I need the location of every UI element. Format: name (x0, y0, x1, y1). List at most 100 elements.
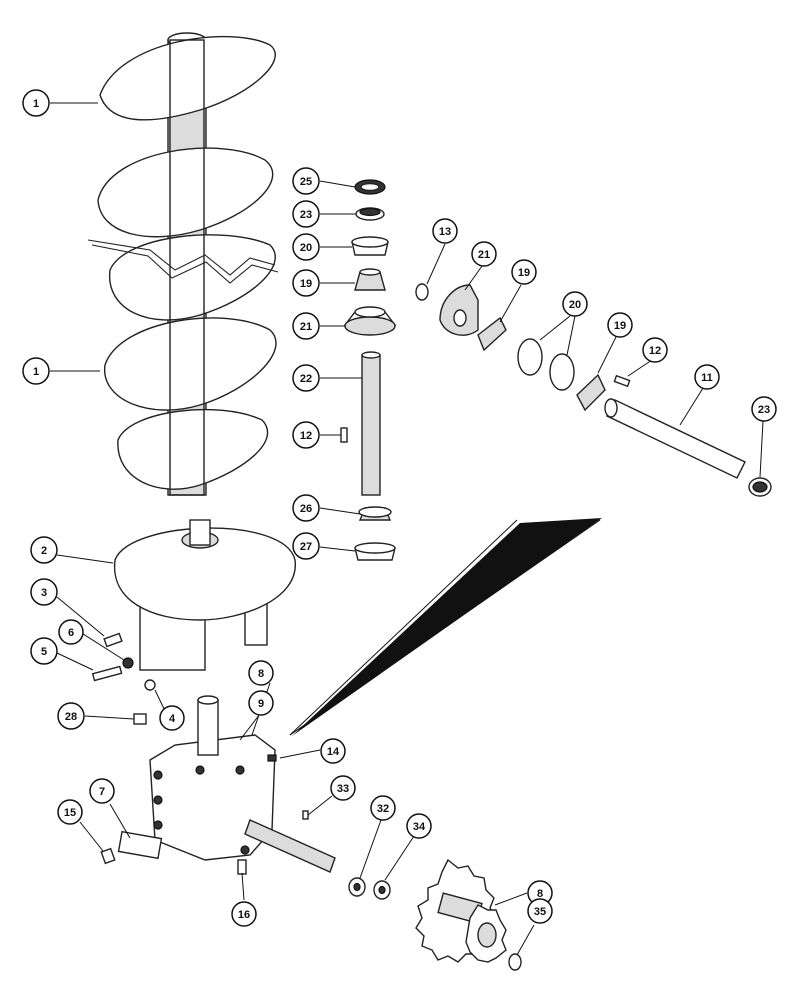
callout-1-lower[interactable]: 1 (22, 357, 50, 385)
svg-text:15: 15 (64, 807, 76, 819)
callout-26[interactable]: 26 (292, 494, 320, 522)
callout-27[interactable]: 27 (292, 532, 320, 560)
callout-20-vertical[interactable]: 20 (292, 233, 320, 261)
callout-28[interactable]: 28 (57, 702, 85, 730)
auger-flight-4 (104, 317, 277, 411)
callout-21-horizontal[interactable]: 21 (471, 241, 497, 267)
bearing-cup-part-20c (549, 353, 575, 391)
callout-35[interactable]: 35 (527, 898, 553, 924)
bearing-cone-part-19b (477, 316, 507, 352)
callout-10[interactable]: 9 (248, 690, 274, 716)
svg-text:33: 33 (337, 783, 349, 795)
cover-dome (113, 527, 296, 621)
washer-part-6 (122, 657, 134, 669)
callout-12-horizontal[interactable]: 12 (642, 337, 668, 363)
svg-text:14: 14 (327, 746, 340, 758)
bearing-cone-part-19c (576, 373, 606, 412)
callout-25[interactable]: 25 (292, 167, 320, 195)
gasket-part-7 (117, 830, 163, 860)
bolt-part-3 (103, 632, 123, 648)
callout-22[interactable]: 22 (292, 364, 320, 392)
callout-19-vertical[interactable]: 19 (292, 269, 320, 297)
svg-text:20: 20 (569, 299, 581, 311)
callout-4[interactable]: 4 (159, 705, 185, 731)
callout-19-horizontal-a[interactable]: 19 (511, 259, 537, 285)
bolt-part-5 (91, 665, 123, 682)
plug-part-15 (100, 847, 116, 865)
svg-text:13: 13 (439, 226, 451, 238)
svg-text:23: 23 (300, 209, 312, 221)
auger-flight-2 (97, 147, 274, 238)
plug-part-28 (133, 713, 147, 725)
callout-9[interactable]: 8 (248, 660, 274, 686)
svg-text:12: 12 (300, 430, 312, 442)
callout-13[interactable]: 13 (432, 218, 458, 244)
callout-7[interactable]: 7 (89, 778, 115, 804)
callout-14[interactable]: 14 (320, 738, 346, 764)
snap-ring-part-13 (415, 283, 429, 301)
callout-21-vertical[interactable]: 21 (292, 312, 320, 340)
vertical-shaft-stack (340, 179, 397, 561)
gearbox-cover (113, 519, 296, 671)
key-part-33 (302, 810, 309, 820)
sprocket-part-8 (415, 858, 507, 963)
svg-text:25: 25 (300, 176, 312, 188)
gearbox-input-shaft (197, 699, 219, 756)
callout-6[interactable]: 6 (58, 619, 84, 645)
callout-20-horizontal[interactable]: 20 (562, 291, 588, 317)
svg-text:2: 2 (41, 545, 47, 557)
callout-23-horizontal[interactable]: 23 (751, 396, 777, 422)
svg-text:9: 9 (258, 698, 264, 710)
callouts: 1 1 2 3 4 5 6 7 (22, 89, 777, 927)
callout-12-vertical[interactable]: 12 (292, 421, 320, 449)
key-part-12b (613, 374, 631, 388)
callout-3[interactable]: 3 (30, 578, 58, 606)
callout-33[interactable]: 33 (330, 775, 356, 801)
callout-15[interactable]: 15 (57, 799, 83, 825)
svg-text:23: 23 (758, 404, 770, 416)
cover-hub-collar (189, 519, 211, 546)
svg-text:12: 12 (649, 345, 661, 357)
svg-text:1: 1 (33, 366, 39, 378)
projection-wedge (292, 518, 602, 736)
svg-text:32: 32 (377, 803, 389, 815)
svg-text:28: 28 (65, 711, 77, 723)
svg-text:27: 27 (300, 541, 312, 553)
callout-34[interactable]: 34 (406, 813, 432, 839)
svg-text:34: 34 (413, 821, 426, 833)
nut-part-4 (144, 679, 156, 691)
svg-text:35: 35 (534, 906, 546, 918)
svg-text:26: 26 (300, 503, 312, 515)
gearbox-housing (149, 695, 336, 873)
bearing-cup-part-20b (517, 338, 543, 376)
svg-text:3: 3 (41, 587, 47, 599)
svg-text:1: 1 (33, 98, 39, 110)
gearbox-output-shaft (244, 819, 336, 873)
svg-text:5: 5 (41, 646, 47, 658)
callout-32[interactable]: 32 (370, 795, 396, 821)
svg-text:6: 6 (68, 627, 74, 639)
auger-break-line-2 (91, 244, 279, 284)
callout-19-horizontal-b[interactable]: 19 (607, 312, 633, 338)
svg-text:8: 8 (537, 888, 543, 900)
callout-23-vertical[interactable]: 23 (292, 200, 320, 228)
callout-leaders (50, 102, 764, 956)
auger-flight-1 (99, 35, 276, 121)
svg-text:19: 19 (300, 278, 312, 290)
hardware-items (91, 632, 522, 971)
callout-16[interactable]: 16 (231, 901, 257, 927)
auger-break-line (87, 239, 276, 276)
svg-text:11: 11 (701, 372, 713, 384)
key-part-12 (340, 427, 348, 443)
callout-2[interactable]: 2 (30, 536, 58, 564)
svg-text:21: 21 (300, 321, 312, 333)
callout-5[interactable]: 5 (30, 637, 58, 665)
svg-text:16: 16 (238, 909, 250, 921)
callout-1-upper[interactable]: 1 (22, 89, 50, 117)
horizontal-shaft-stack (415, 283, 772, 497)
callout-11[interactable]: 11 (694, 364, 720, 390)
pin-part-16 (237, 859, 247, 875)
shaft-part-11 (606, 399, 746, 479)
svg-text:4: 4 (169, 713, 176, 725)
svg-text:21: 21 (478, 249, 490, 261)
